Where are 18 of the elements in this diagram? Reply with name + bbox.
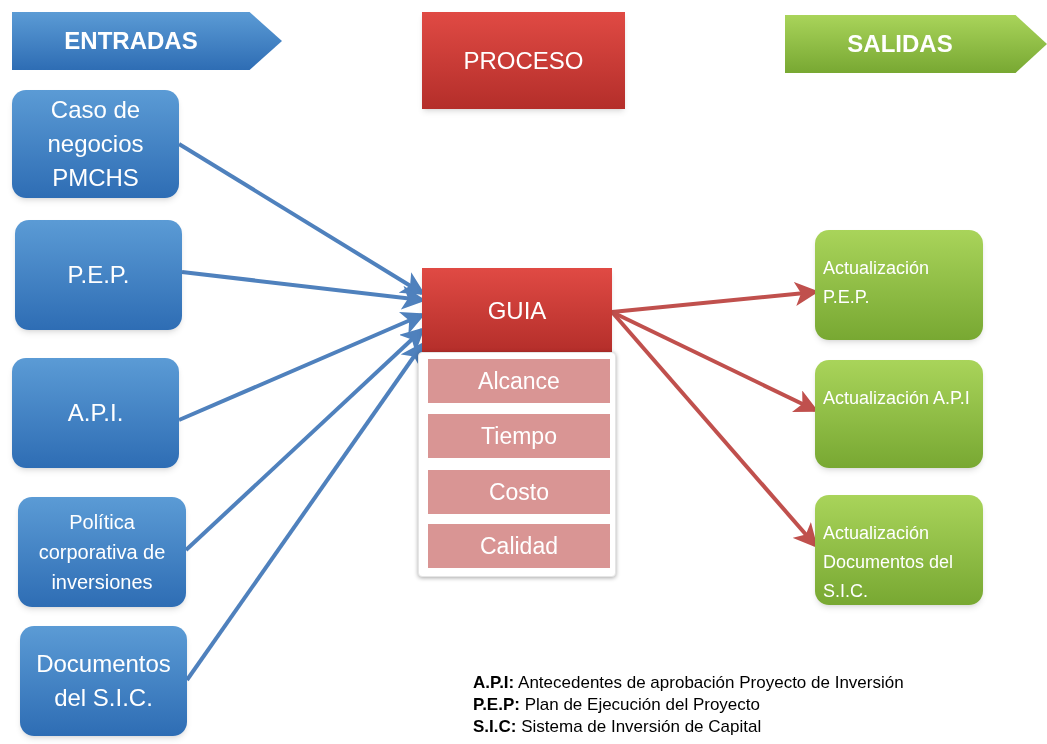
output-box: Actualización A.P.I bbox=[815, 360, 983, 468]
input-box: Documentos del S.I.C. bbox=[20, 626, 187, 736]
output-box: Actualización P.E.P. bbox=[815, 230, 983, 340]
criteria-box: Alcance bbox=[428, 359, 610, 403]
input-box: Caso de negocios PMCHS bbox=[12, 90, 179, 198]
input-box: P.E.P. bbox=[15, 220, 182, 330]
criteria-box: Calidad bbox=[428, 524, 610, 568]
criteria-box: Costo bbox=[428, 470, 610, 514]
criteria-box: Tiempo bbox=[428, 414, 610, 458]
input-box: Política corporativa de inversiones bbox=[18, 497, 186, 607]
panel-background bbox=[418, 352, 616, 577]
input-box: A.P.I. bbox=[12, 358, 179, 468]
legend-note: S.I.C: Sistema de Inversión de Capital bbox=[473, 716, 763, 738]
output-box: Actualización Documentos del S.I.C. bbox=[815, 495, 983, 605]
legend-note: A.P.I: Antecedentes de aprobación Proyecto de Inversión bbox=[473, 672, 904, 694]
legend-note: P.E.P: Plan de Ejecución del Proyecto bbox=[473, 694, 761, 716]
process-box: GUIA bbox=[422, 268, 612, 353]
process-box: PROCESO bbox=[422, 12, 625, 109]
